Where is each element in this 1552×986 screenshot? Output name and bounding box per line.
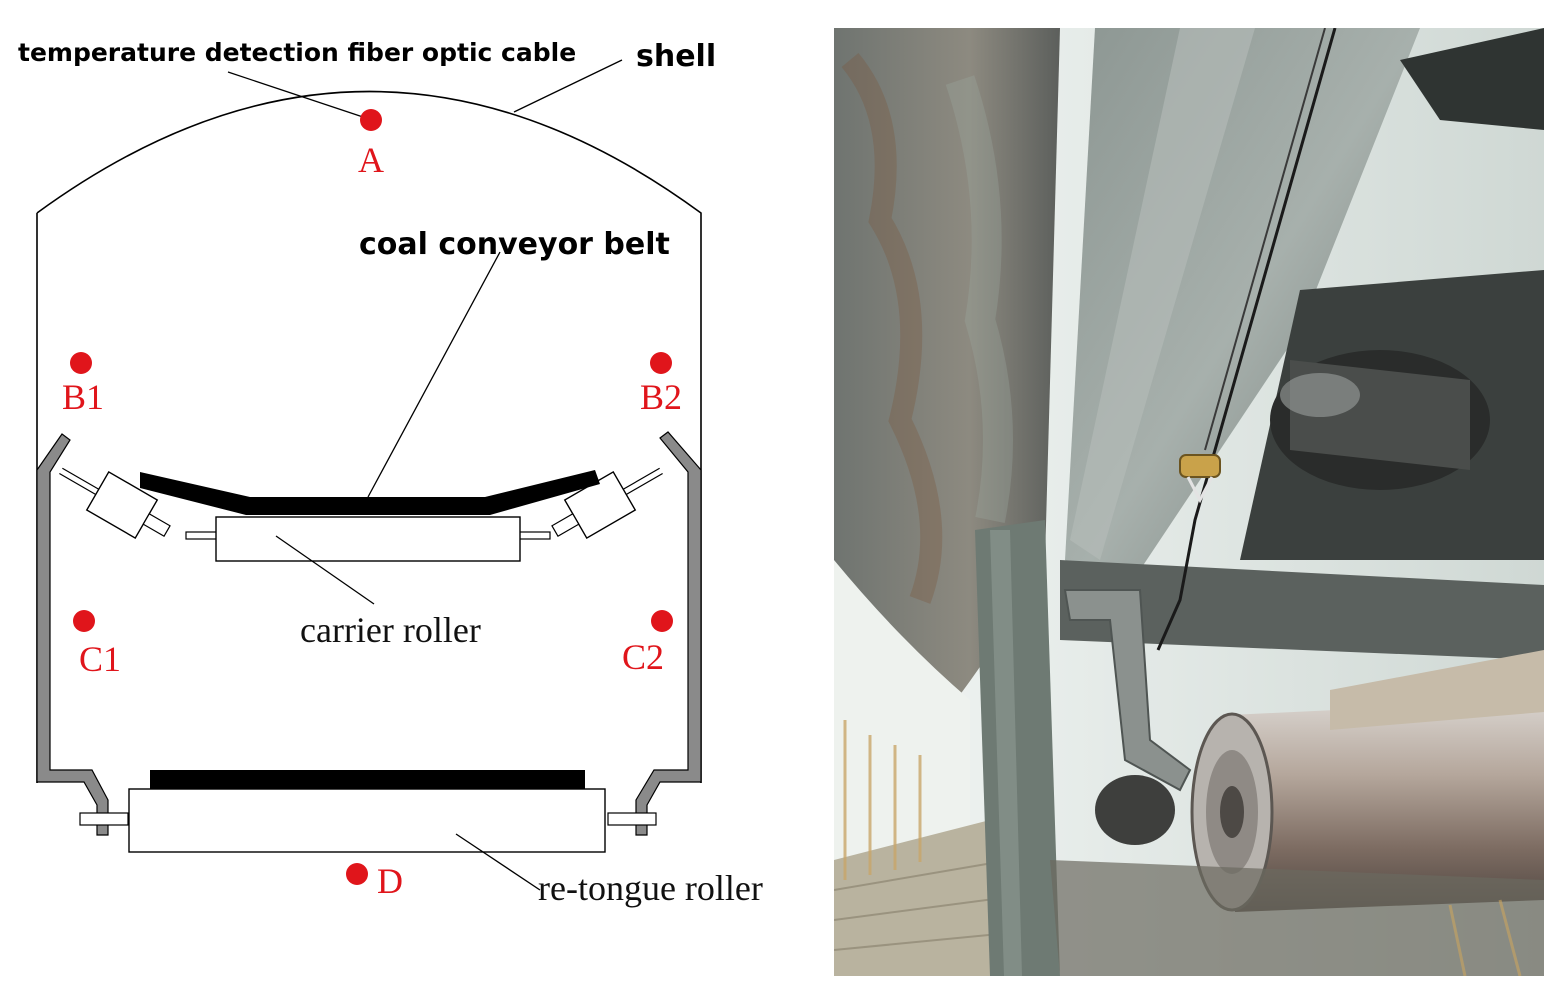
point-D-label: D	[377, 861, 403, 901]
point-D-marker	[346, 863, 368, 885]
point-B2-label: B2	[640, 377, 682, 417]
belt-label: coal conveyor belt	[359, 227, 670, 262]
point-C1-marker	[73, 610, 95, 632]
right-side-frame	[607, 431, 702, 836]
return-roller-leader	[455, 833, 541, 891]
installation-photo	[834, 28, 1544, 976]
fiber-cable-label: temperature detection fiber optic cable	[18, 38, 576, 67]
point-C2-label: C2	[622, 637, 664, 677]
fiber-optic-cable	[1156, 28, 1337, 651]
schematic-diagram: A B1 B2 C1 C2 D temperature detection fi…	[18, 38, 763, 908]
point-B2-marker	[650, 352, 672, 374]
carrier-roller-label: carrier roller	[300, 610, 481, 650]
upper-roller	[1270, 350, 1490, 490]
carrier-roller	[185, 516, 551, 562]
left-side-frame	[36, 433, 129, 836]
shell-leader	[513, 59, 623, 113]
shell-label: shell	[636, 39, 716, 74]
point-A-marker	[360, 109, 382, 131]
right-wing-idler	[551, 467, 663, 540]
point-C2-marker	[651, 610, 673, 632]
cable-clamp	[1179, 454, 1221, 504]
return-roller-label: re-tongue roller	[538, 868, 763, 908]
point-A-label: A	[358, 140, 384, 180]
measurement-points: A B1 B2 C1 C2 D	[62, 109, 682, 901]
point-B1-label: B1	[62, 377, 104, 417]
point-B1-marker	[70, 352, 92, 374]
left-wing-idler	[59, 467, 171, 540]
fiber-cable-leader	[227, 71, 373, 121]
belt-leader	[367, 251, 501, 498]
re-tongue-roller	[128, 788, 606, 853]
return-belt	[150, 770, 585, 789]
shell-outline	[36, 90, 702, 783]
carrier-roller-leader	[275, 535, 375, 605]
point-C1-label: C1	[79, 639, 121, 679]
coal-conveyor-belt	[140, 470, 600, 515]
